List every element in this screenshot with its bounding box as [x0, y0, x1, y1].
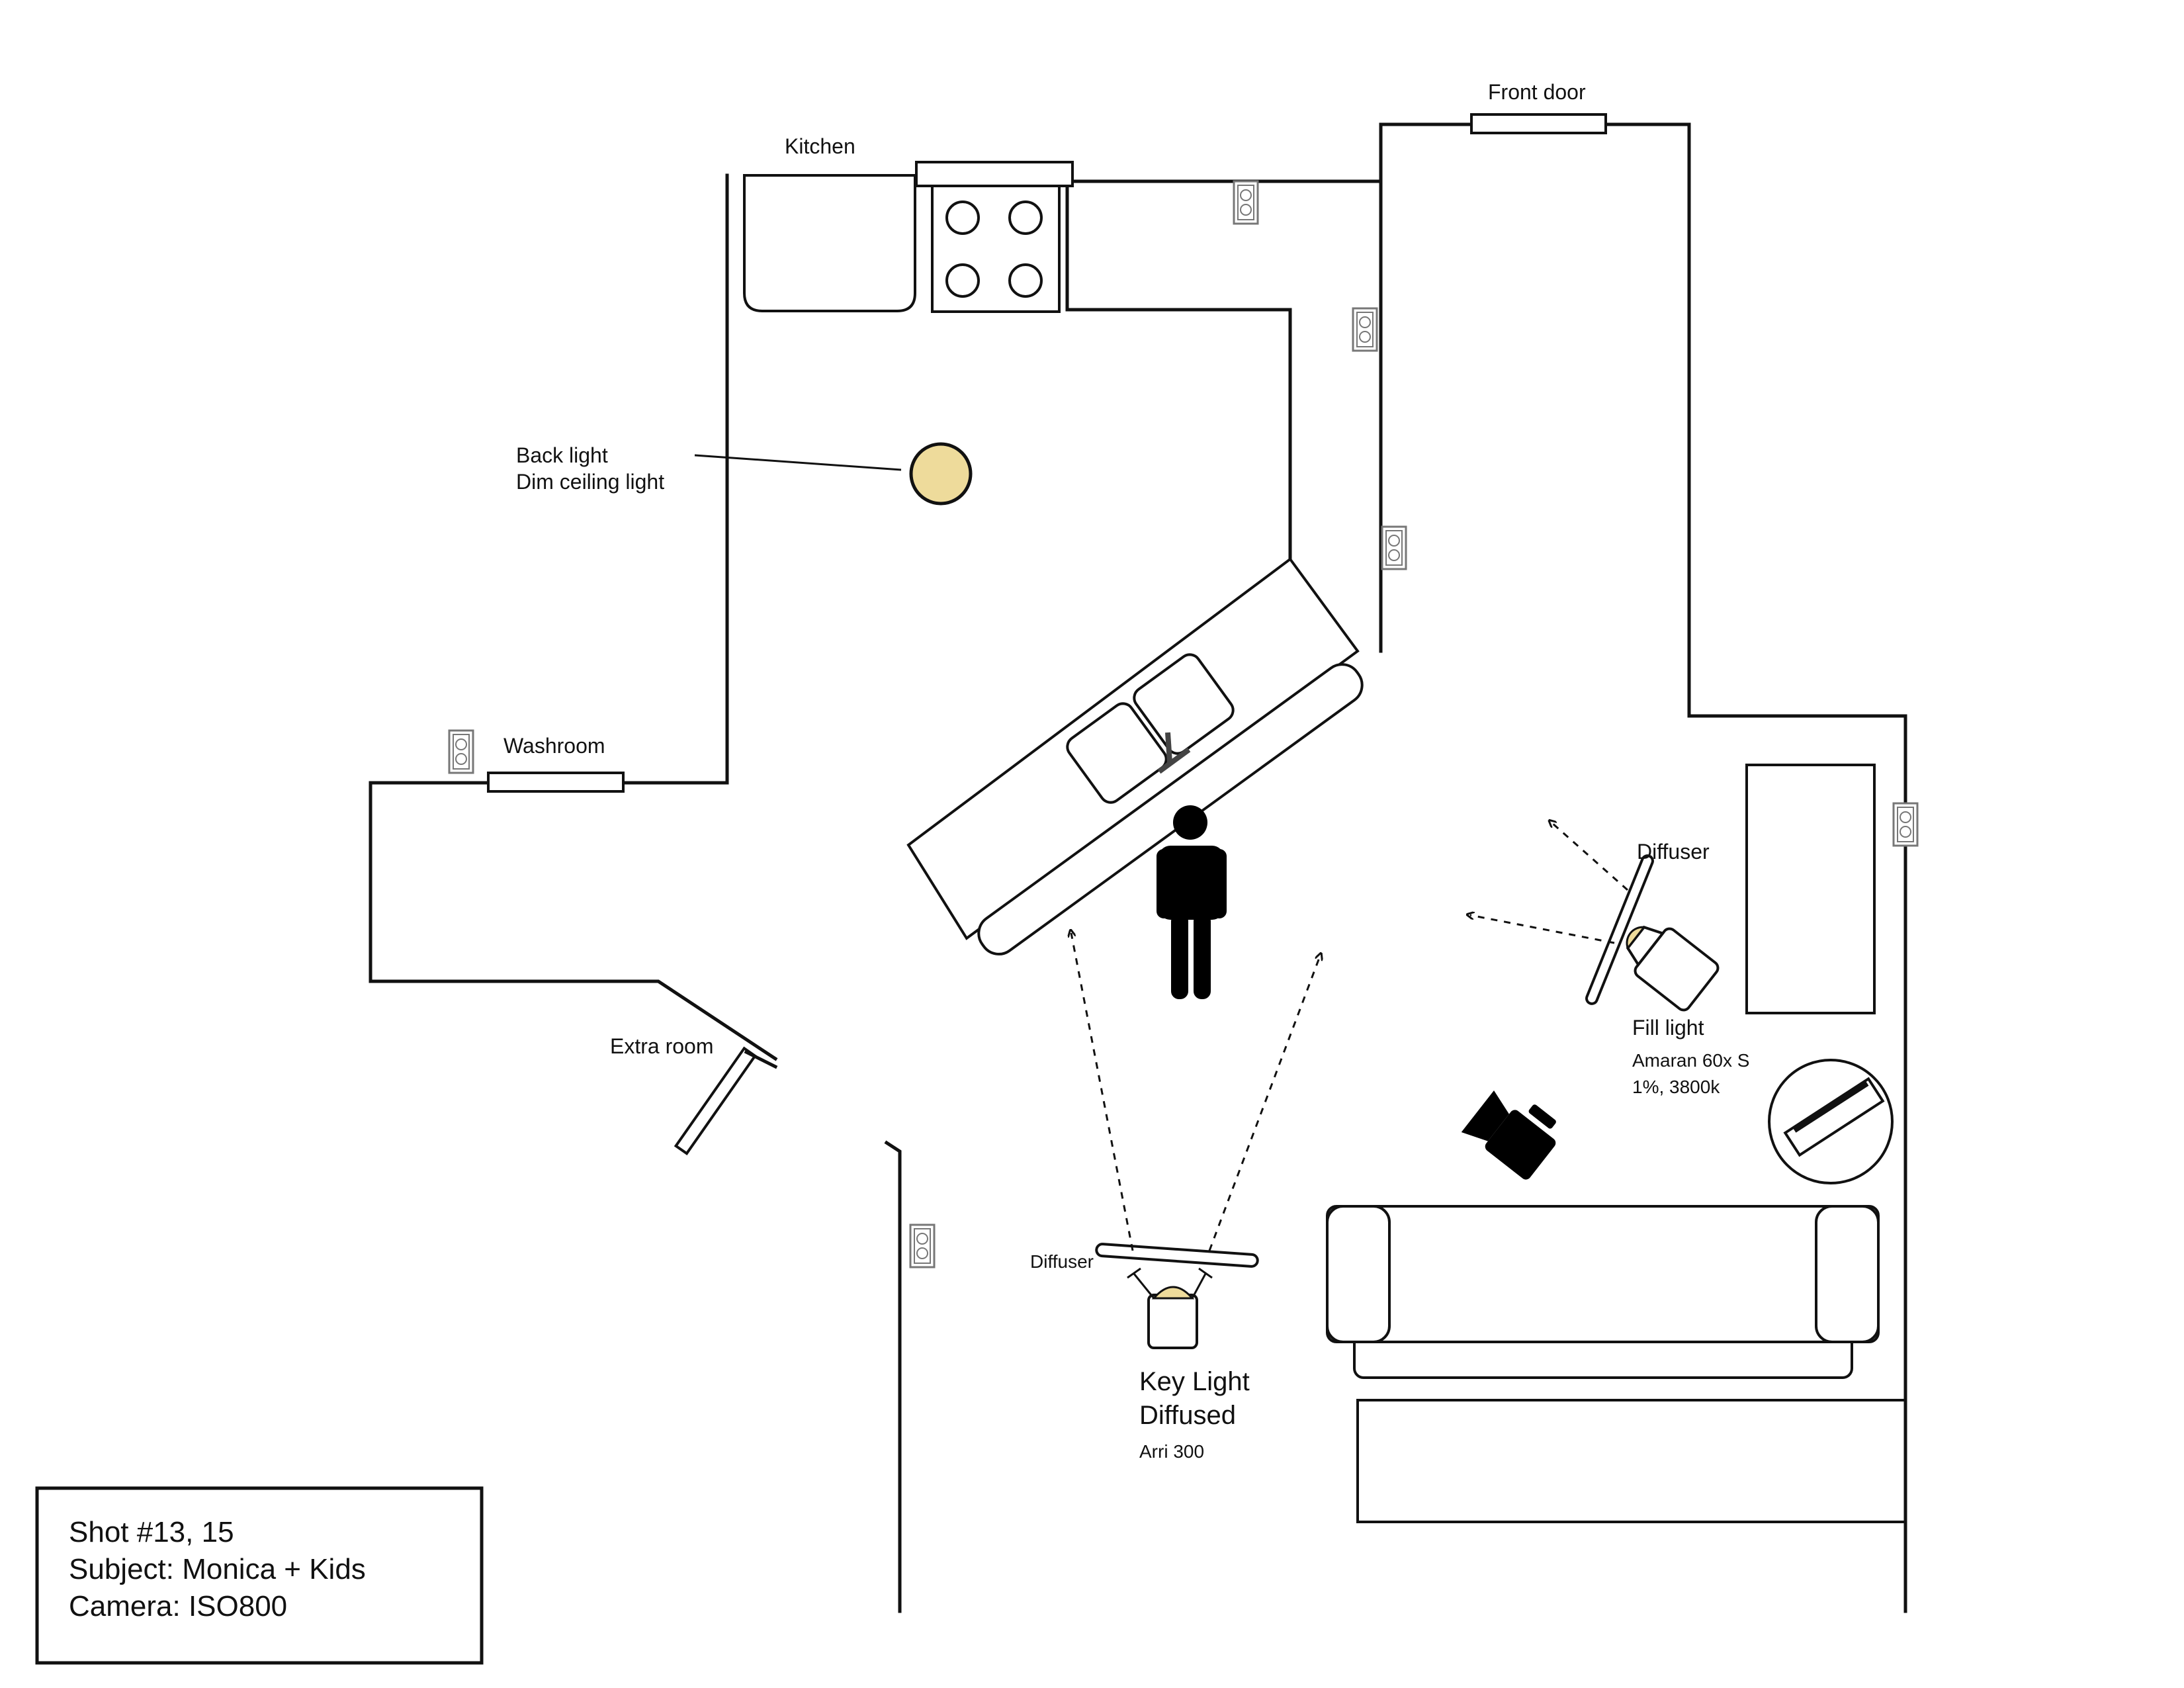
outlet-icon: [1352, 307, 1378, 352]
fill-light-settings: 1%, 3800k: [1632, 1077, 1720, 1097]
back-light-label: Back light: [516, 443, 608, 467]
back-light-leader: [694, 454, 902, 471]
key-light-sublabel: Diffused: [1139, 1401, 1236, 1430]
walls: [369, 122, 1907, 1613]
key-light[interactable]: [1071, 933, 1320, 1349]
stove: [931, 185, 1061, 313]
shot-info-box: Shot #13, 15 Subject: Monica + Kids Came…: [35, 1486, 484, 1665]
front-door[interactable]: [1470, 113, 1607, 134]
round-side-table: [1768, 1059, 1894, 1184]
outlet-icon: [448, 729, 474, 774]
kitchen-counter: [743, 174, 916, 312]
faucet-icon: [1157, 732, 1191, 774]
sink-basin: [1133, 653, 1235, 755]
fill-beam: [1470, 915, 1615, 944]
front-door-label: Front door: [1488, 80, 1586, 104]
fill-diffuser-label: Diffuser: [1637, 840, 1710, 864]
key-light-fixture[interactable]: [1127, 1267, 1213, 1349]
living-room-furniture: [1326, 764, 1907, 1523]
back-light[interactable]: Back light Dim ceiling light: [516, 442, 973, 506]
outlet-icon: [909, 1223, 936, 1268]
sofa: [1326, 1205, 1880, 1379]
fill-light-label: Fill light: [1632, 1016, 1704, 1040]
key-beam: [1208, 956, 1320, 1251]
tv-console: [1356, 1399, 1907, 1523]
fill-diffuser[interactable]: [1585, 854, 1655, 1006]
washroom-door[interactable]: [487, 772, 625, 793]
key-light-label: Key Light: [1139, 1367, 1250, 1396]
outlet-icon: [1381, 525, 1407, 570]
outlet-icon: [1233, 180, 1259, 225]
person-icon[interactable]: [1157, 805, 1227, 999]
back-light-sublabel: Dim ceiling light: [516, 470, 664, 494]
sink-basin: [1066, 702, 1168, 804]
outlet-icon: [1892, 802, 1919, 847]
key-diffuser[interactable]: [1095, 1243, 1259, 1268]
doors: [487, 113, 1607, 1155]
kitchen-label: Kitchen: [785, 134, 855, 158]
shot-number: Shot #13, 15: [69, 1516, 234, 1548]
kitchen-fixtures: [743, 161, 1074, 313]
shot-camera: Camera: ISO800: [69, 1590, 287, 1622]
stove-burner: [945, 200, 980, 235]
washroom-label: Washroom: [503, 734, 605, 758]
stove-burner: [945, 263, 980, 298]
ceiling-light-icon[interactable]: [909, 442, 973, 506]
key-diffuser-label: Diffuser: [1030, 1251, 1094, 1272]
cabinet: [1745, 764, 1876, 1014]
kitchen-island: [906, 557, 1364, 955]
shot-subject: Subject: Monica + Kids: [69, 1553, 366, 1585]
extra-room-door[interactable]: [674, 1046, 778, 1155]
fill-light-model: Amaran 60x S: [1632, 1050, 1749, 1071]
stove-burner: [1008, 200, 1043, 235]
fill-light[interactable]: [1470, 822, 1720, 1012]
stove-burner: [1008, 263, 1043, 298]
fill-beam: [1551, 822, 1628, 891]
key-beam: [1071, 933, 1134, 1251]
extra-room-label: Extra room: [610, 1034, 713, 1058]
camera-icon[interactable]: [1461, 1079, 1568, 1183]
key-light-model: Arri 300: [1139, 1441, 1204, 1462]
fill-light-fixture[interactable]: [1612, 911, 1721, 1013]
stove-top-bar: [915, 161, 1074, 187]
